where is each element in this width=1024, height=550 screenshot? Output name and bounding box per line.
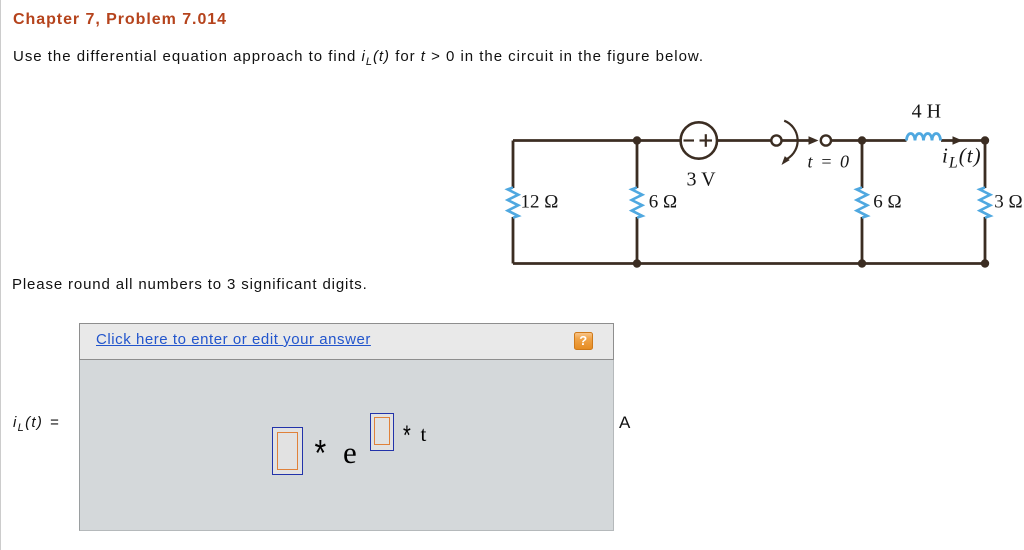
svg-text:4 H: 4 H [912, 101, 941, 123]
svg-text:iL(t): iL(t) [942, 144, 982, 172]
svg-text:t = 0: t = 0 [808, 152, 851, 172]
svg-text:6 Ω: 6 Ω [649, 192, 677, 213]
svg-text:3 V: 3 V [686, 169, 716, 191]
svg-text:12 Ω: 12 Ω [521, 192, 559, 213]
svg-text:6 Ω: 6 Ω [873, 192, 901, 213]
svg-text:3 Ω: 3 Ω [994, 192, 1022, 213]
